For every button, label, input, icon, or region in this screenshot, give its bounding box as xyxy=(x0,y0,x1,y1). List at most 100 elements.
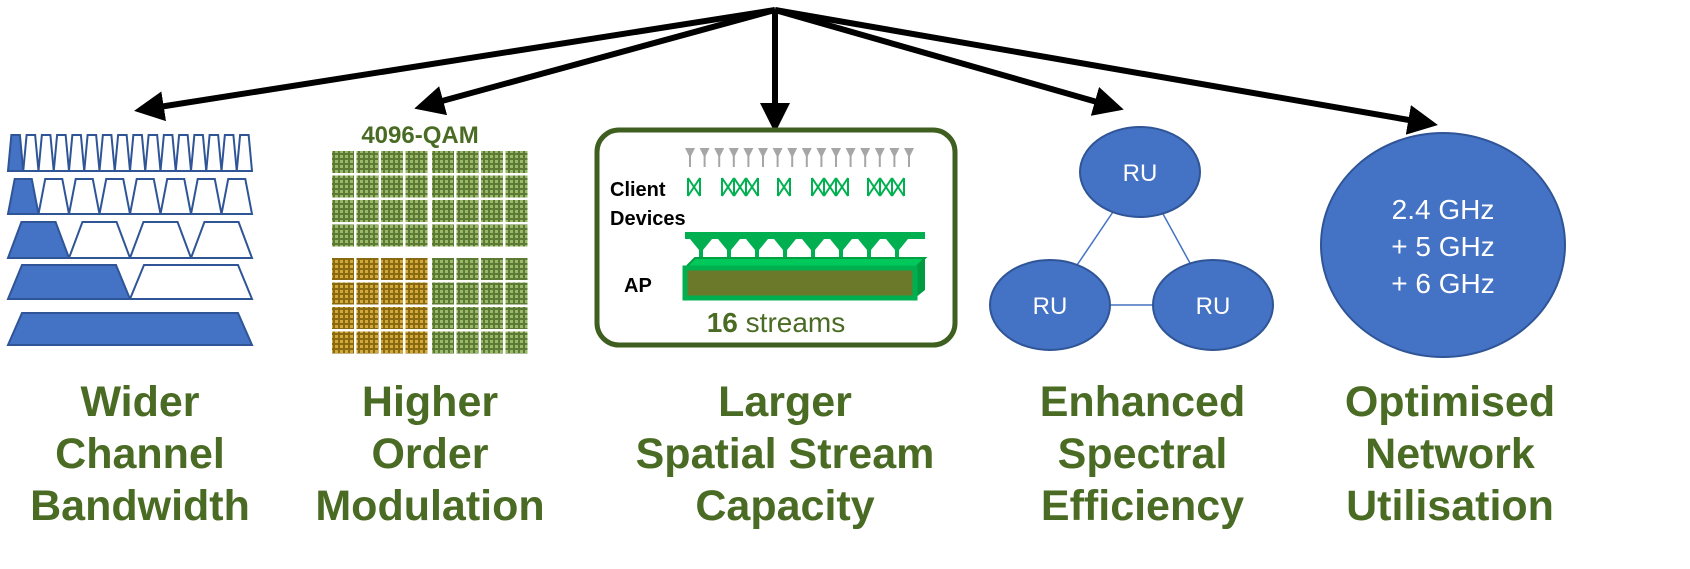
channel-block xyxy=(67,134,86,172)
qam-constellation-grid xyxy=(332,151,528,354)
qam-tile xyxy=(332,258,354,280)
qam-tile xyxy=(405,175,428,198)
channel-block xyxy=(235,134,254,172)
client-antenna-icon xyxy=(831,148,841,167)
channel-block xyxy=(220,178,254,215)
qam-tile xyxy=(505,200,528,222)
channel-block xyxy=(67,221,132,259)
ru-node-label: RU xyxy=(1196,293,1231,320)
client-antenna-icon xyxy=(699,148,710,167)
qam-tile xyxy=(481,200,503,222)
caption-streams: Larger Spatial Stream Capacity xyxy=(620,376,950,532)
channel-block xyxy=(37,134,55,172)
ap-antenna-bar xyxy=(685,232,925,239)
caption-line: Spectral xyxy=(1057,430,1228,478)
channel-block xyxy=(174,134,193,172)
qam-label: 4096-QAM xyxy=(361,122,478,149)
qam-tile xyxy=(356,224,379,247)
client-antenna-icon xyxy=(787,148,798,167)
qam-tile xyxy=(405,307,428,329)
client-antenna-icon xyxy=(860,148,871,167)
client-device-icon xyxy=(687,177,701,197)
qam-tile xyxy=(356,151,379,173)
caption-line: Bandwidth xyxy=(30,482,250,530)
client-device-icon xyxy=(733,177,747,197)
qam-tile xyxy=(505,175,528,198)
qam-tile xyxy=(405,258,428,280)
channel-block xyxy=(83,134,101,172)
devices-label: Devices xyxy=(610,208,686,230)
client-antennas xyxy=(685,148,914,167)
client-device-icon xyxy=(777,177,791,197)
caption-line: Efficiency xyxy=(1040,482,1245,530)
qam-tile xyxy=(356,258,379,280)
qam-tile xyxy=(381,151,403,173)
channel-bandwidth-graphic xyxy=(6,134,254,346)
client-antenna-icon xyxy=(816,148,827,167)
qam-tile xyxy=(356,175,379,198)
caption-line: Optimised xyxy=(1344,378,1556,426)
caption-line: Modulation xyxy=(315,482,545,530)
spatial-streams-graphic: Client Devices AP 16 streams xyxy=(594,127,958,348)
qam-tile xyxy=(432,258,454,280)
ru-node-right: RU xyxy=(1152,259,1274,351)
channel-block xyxy=(6,312,254,346)
client-antenna-icon xyxy=(758,148,768,167)
channel-block xyxy=(98,178,132,215)
caption-line: Capacity xyxy=(695,482,875,530)
caption-modulation: Higher Order Modulation xyxy=(300,376,560,532)
qam-tile xyxy=(456,258,479,280)
qam-tile xyxy=(381,224,403,247)
ap-antenna-icon xyxy=(886,239,908,258)
ru-node-top: RU xyxy=(1079,126,1201,218)
client-device-icon xyxy=(823,177,837,197)
qam-tile xyxy=(481,151,503,173)
caption-line: Larger xyxy=(718,378,852,426)
qam-tile xyxy=(505,224,528,247)
channel-block xyxy=(6,221,71,259)
channel-block xyxy=(159,134,177,172)
qam-tile xyxy=(381,258,403,280)
ap-antenna-icon xyxy=(802,239,824,258)
qam-tile xyxy=(481,175,503,198)
qam-tile xyxy=(481,331,503,354)
ru-graphic: RU RU RU xyxy=(989,126,1274,351)
arrow-to-network xyxy=(774,7,1438,135)
qam-tile xyxy=(456,331,479,354)
caption-line: Order xyxy=(371,430,489,478)
channel-block xyxy=(128,178,162,215)
qam-tile xyxy=(381,307,403,329)
client-device-icon xyxy=(867,177,881,197)
qam-tile xyxy=(432,151,454,173)
qam-tile xyxy=(332,224,354,247)
qam-tile xyxy=(432,224,454,247)
access-point-icon xyxy=(682,257,928,301)
caption-network: Optimised Network Utilisation xyxy=(1320,376,1580,532)
qam-tile xyxy=(332,282,354,305)
qam-graphic: 4096-QAM xyxy=(332,122,528,354)
caption-spectral: Enhanced Spectral Efficiency xyxy=(1000,376,1285,532)
channel-block xyxy=(144,134,162,172)
client-antenna-icon xyxy=(685,148,695,167)
ap-label: AP xyxy=(624,275,652,297)
channel-block xyxy=(205,134,223,172)
client-antenna-icon xyxy=(728,148,739,167)
qam-tile xyxy=(381,331,403,354)
caption-line: Utilisation xyxy=(1346,482,1554,530)
qam-tile xyxy=(481,258,503,280)
arrows xyxy=(134,7,1438,135)
client-antenna-icon xyxy=(772,148,783,167)
qam-tile xyxy=(356,331,379,354)
client-antenna-icon xyxy=(743,148,754,167)
qam-tile xyxy=(432,331,454,354)
qam-tile xyxy=(405,224,428,247)
client-device-icon xyxy=(835,177,849,197)
channel-block xyxy=(220,134,238,172)
channel-block xyxy=(67,178,101,215)
qam-tile xyxy=(432,175,454,198)
qam-tile xyxy=(505,331,528,354)
band-2-4ghz: 2.4 GHz xyxy=(1392,194,1495,225)
client-antenna-icon xyxy=(889,148,900,167)
client-label: Client xyxy=(610,179,666,201)
